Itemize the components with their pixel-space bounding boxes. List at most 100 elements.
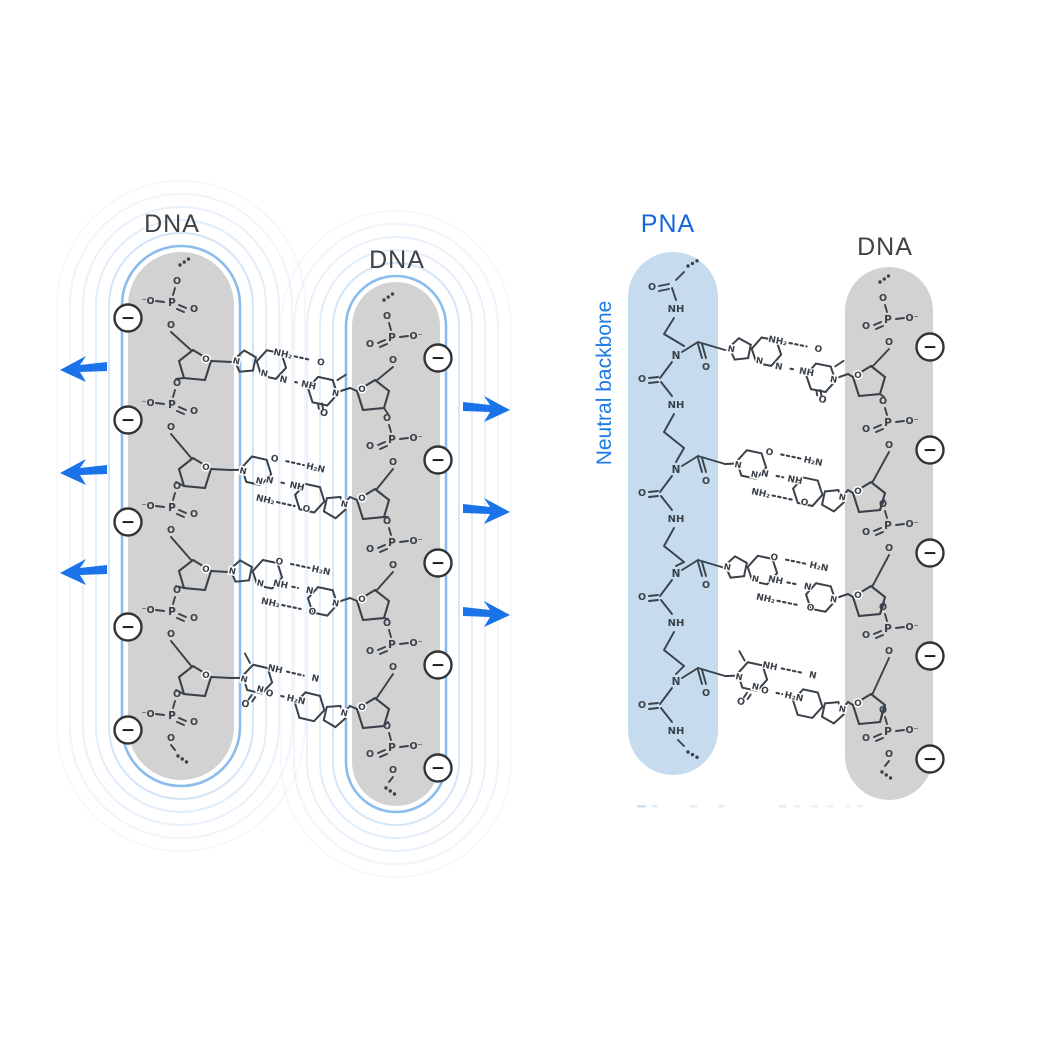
svg-text:N: N xyxy=(340,499,349,510)
svg-text:N: N xyxy=(278,375,288,386)
svg-text:N: N xyxy=(727,344,736,355)
minus-charge-icon xyxy=(915,435,945,465)
dna-label-right-panel: DNA xyxy=(857,233,913,261)
svg-text:N: N xyxy=(228,566,237,577)
svg-text:O: O xyxy=(167,422,175,433)
svg-text:O: O xyxy=(202,355,210,365)
svg-text:P: P xyxy=(168,710,176,722)
svg-text:−: − xyxy=(431,349,445,369)
svg-text:P: P xyxy=(168,297,176,309)
svg-text:O: O xyxy=(817,394,827,406)
svg-text:NH: NH xyxy=(798,367,815,380)
svg-text:NH₂: NH₂ xyxy=(755,592,776,606)
svg-text:O: O xyxy=(190,717,198,728)
svg-text:O⁻: O⁻ xyxy=(905,725,918,736)
svg-text:O: O xyxy=(173,481,181,492)
charge-badge-strand3: − xyxy=(915,744,945,774)
svg-text:P: P xyxy=(884,417,892,429)
svg-text:N: N xyxy=(305,586,314,597)
svg-text:O: O xyxy=(736,696,746,708)
charge-badge-strand3: − xyxy=(915,332,945,362)
svg-text:P: P xyxy=(388,537,396,549)
svg-text:NH₂: NH₂ xyxy=(255,493,276,507)
svg-text:⁻O: ⁻O xyxy=(141,296,154,307)
charge-badge-strand3: − xyxy=(915,538,945,568)
svg-text:O: O xyxy=(813,344,823,355)
minus-charge-icon xyxy=(915,538,945,568)
svg-text:NH: NH xyxy=(668,726,685,737)
svg-text:O: O xyxy=(885,749,893,760)
svg-text:O⁻: O⁻ xyxy=(905,416,918,427)
minus-charge-icon xyxy=(113,405,143,435)
dna-backbone-3 xyxy=(845,267,933,800)
svg-text:N: N xyxy=(760,469,769,480)
svg-text:O: O xyxy=(885,646,893,657)
neutral-backbone-label: Neutral backbone xyxy=(593,300,616,466)
svg-text:O: O xyxy=(307,607,317,618)
svg-text:H₂N: H₂N xyxy=(305,462,326,476)
svg-text:O: O xyxy=(270,454,280,466)
charge-badge-strand1: − xyxy=(113,715,143,745)
charge-badge-strand1: − xyxy=(113,405,143,435)
svg-text:O: O xyxy=(702,362,710,373)
svg-text:O: O xyxy=(240,698,250,711)
svg-text:O: O xyxy=(173,378,181,389)
svg-text:NH₂: NH₂ xyxy=(750,487,771,501)
svg-text:O: O xyxy=(862,527,870,538)
svg-text:NH₂: NH₂ xyxy=(767,335,788,349)
svg-text:P: P xyxy=(388,434,396,446)
svg-text:N: N xyxy=(755,356,764,367)
minus-charge-icon xyxy=(915,744,945,774)
svg-text:⁻O: ⁻O xyxy=(141,709,154,720)
repulsion-arrow-left xyxy=(60,559,107,585)
svg-text:O: O xyxy=(167,733,175,744)
svg-text:O: O xyxy=(190,613,198,624)
svg-text:−: − xyxy=(923,441,937,461)
svg-text:−: − xyxy=(121,513,135,533)
svg-text:O: O xyxy=(702,688,710,699)
svg-text:O: O xyxy=(264,688,274,700)
minus-charge-icon xyxy=(113,303,143,333)
svg-text:O: O xyxy=(702,580,710,591)
charge-badge-strand2: − xyxy=(423,445,453,475)
svg-text:P: P xyxy=(884,623,892,635)
svg-text:O: O xyxy=(173,689,181,700)
svg-text:O: O xyxy=(862,630,870,641)
svg-text:O: O xyxy=(638,374,646,385)
svg-text:N: N xyxy=(331,388,340,399)
svg-text:H₂N: H₂N xyxy=(808,561,829,575)
svg-text:NH: NH xyxy=(668,304,685,315)
svg-text:P: P xyxy=(168,502,176,514)
svg-text:−: − xyxy=(431,656,445,676)
svg-text:O: O xyxy=(769,553,779,564)
svg-text:O: O xyxy=(383,618,391,629)
minus-charge-icon xyxy=(423,753,453,783)
svg-text:P: P xyxy=(884,726,892,738)
charge-badge-strand2: − xyxy=(423,753,453,783)
svg-text:O: O xyxy=(358,595,366,605)
svg-text:N: N xyxy=(672,568,681,580)
svg-text:N: N xyxy=(331,598,340,609)
svg-text:O: O xyxy=(638,700,646,711)
svg-text:O: O xyxy=(358,494,366,504)
svg-text:O: O xyxy=(760,686,770,697)
svg-text:O: O xyxy=(190,304,198,315)
svg-text:P: P xyxy=(884,314,892,326)
svg-text:O: O xyxy=(764,447,774,458)
svg-text:−: − xyxy=(923,544,937,564)
svg-text:O⁻: O⁻ xyxy=(905,313,918,324)
svg-text:N: N xyxy=(751,682,760,693)
svg-text:N: N xyxy=(672,676,681,688)
minus-charge-icon xyxy=(915,332,945,362)
svg-text:O: O xyxy=(167,320,175,331)
svg-text:O: O xyxy=(383,311,391,322)
dna-label-left-strand1: DNA xyxy=(144,210,200,238)
svg-text:NH: NH xyxy=(267,663,284,676)
svg-text:NH: NH xyxy=(767,575,784,588)
minus-charge-icon xyxy=(113,715,143,745)
